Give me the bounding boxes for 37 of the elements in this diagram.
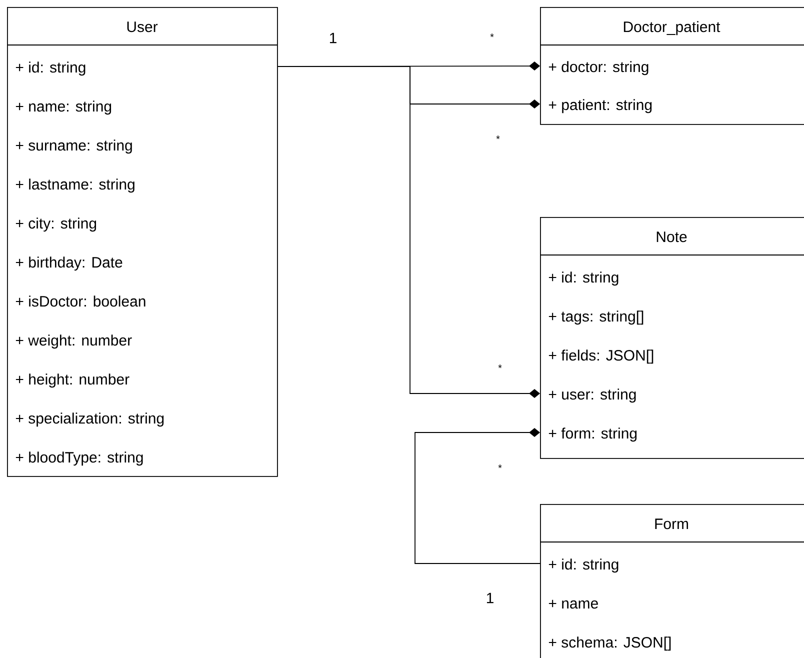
attribute: + surname: string bbox=[16, 140, 132, 154]
multiplicity-label: 1 bbox=[330, 32, 336, 44]
attribute: + id: string bbox=[548, 272, 618, 286]
attribute: + name bbox=[548, 600, 598, 609]
attribute: + form: string bbox=[548, 428, 637, 442]
attribute: + birthday: Date bbox=[16, 256, 122, 271]
multiplicity-label: * bbox=[490, 34, 494, 38]
association-line bbox=[277, 66, 540, 398]
attribute: + fields: JSON[] bbox=[548, 350, 654, 364]
attribute: + patient: string bbox=[548, 99, 652, 114]
attribute: + name: string bbox=[16, 100, 112, 115]
multiplicity-label: * bbox=[496, 136, 500, 140]
class-name: Form bbox=[655, 518, 688, 530]
multiplicity-label: * bbox=[498, 464, 502, 468]
attribute: + user: string bbox=[548, 388, 636, 403]
attribute: + height: number bbox=[16, 374, 130, 388]
class-box bbox=[6, 7, 278, 477]
attribute: + isDoctor: boolean bbox=[16, 296, 146, 307]
attribute: + schema: JSON[] bbox=[548, 636, 671, 651]
attribute: + id: string bbox=[548, 558, 618, 573]
class-name: Note bbox=[656, 232, 687, 242]
attribute: + lastname: string bbox=[16, 178, 134, 193]
class-box bbox=[540, 504, 804, 658]
attribute: + specialization: string bbox=[16, 412, 164, 427]
attribute: + doctor: string bbox=[548, 61, 648, 76]
association-line bbox=[414, 428, 540, 564]
class-name: User bbox=[127, 22, 158, 32]
attribute: + id: string bbox=[16, 62, 86, 76]
attribute: + weight: number bbox=[16, 334, 132, 349]
multiplicity-label: * bbox=[498, 364, 502, 368]
class-box bbox=[540, 217, 804, 459]
attribute: + tags: string[] bbox=[548, 310, 644, 325]
class-name: Doctor_patient bbox=[624, 21, 720, 36]
attribute: + city: string bbox=[16, 218, 96, 232]
class-box bbox=[540, 7, 804, 125]
multiplicity-label: 1 bbox=[486, 592, 494, 604]
attribute: + bloodType: string bbox=[16, 452, 143, 466]
